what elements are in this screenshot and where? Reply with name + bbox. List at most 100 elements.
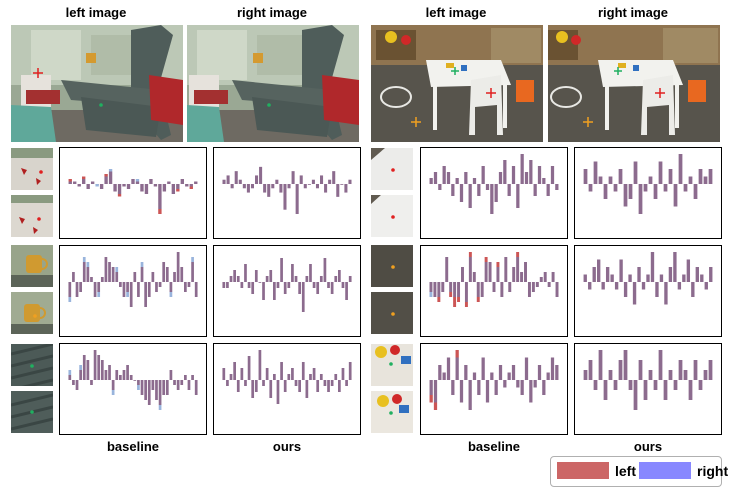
bar-overlap — [162, 380, 166, 395]
bar-overlap — [336, 184, 340, 197]
bar-overlap — [429, 380, 433, 395]
bar-overlap — [338, 270, 341, 282]
bar-overlap — [126, 365, 129, 380]
bar-overlap — [494, 184, 498, 202]
s2-row1-right-patch — [371, 195, 413, 237]
bar-overlap — [476, 282, 480, 297]
bar-plot — [222, 166, 352, 214]
bar-overlap — [113, 184, 117, 192]
bar-overlap — [259, 166, 263, 184]
scene1-right-photo — [187, 25, 359, 142]
bar-overlap — [184, 375, 187, 380]
s2-row2-right-patch — [371, 292, 413, 334]
bar-plot — [222, 258, 352, 312]
bar-overlap — [512, 267, 516, 282]
bar-overlap — [433, 380, 438, 403]
bar-overlap — [169, 282, 173, 292]
bar-overlap — [603, 380, 608, 400]
bar-overlap — [194, 282, 198, 297]
bar-overlap — [455, 357, 459, 380]
bar-extra — [455, 350, 459, 358]
bar-extra — [115, 267, 119, 272]
bar-extra — [429, 395, 433, 403]
bar-overlap — [240, 282, 244, 288]
bar-overlap — [287, 374, 291, 380]
bar-overlap — [709, 267, 713, 282]
bar-overlap — [533, 380, 537, 388]
bar-overlap — [613, 380, 618, 390]
bar-overlap — [698, 380, 703, 390]
bar-overlap — [503, 380, 507, 388]
bar-overlap — [533, 184, 537, 196]
bar-extra — [176, 189, 180, 192]
bar-plot — [583, 252, 713, 305]
bar-extra — [453, 297, 457, 307]
bar-extra — [111, 390, 115, 395]
bar-overlap — [299, 175, 303, 184]
bar-overlap — [262, 282, 265, 300]
bar-overlap — [265, 368, 269, 380]
bar-overlap — [632, 282, 637, 305]
bar-overlap — [453, 282, 457, 297]
bar-overlap — [191, 375, 194, 380]
bar-overlap — [633, 161, 638, 184]
bar-overlap — [653, 380, 658, 390]
bar-overlap — [457, 282, 461, 297]
bar-overlap — [79, 282, 82, 292]
bar-overlap — [226, 175, 230, 184]
bar-overlap — [537, 365, 542, 380]
bar-overlap — [477, 184, 481, 196]
bar-overlap — [673, 184, 678, 207]
bar-overlap — [668, 169, 673, 184]
bar-overlap — [275, 179, 279, 184]
bar-overlap — [263, 184, 267, 193]
s2-row1-left-patch — [371, 148, 413, 190]
bar-overlap — [303, 184, 307, 189]
bar-overlap — [316, 380, 320, 392]
bar-overlap — [233, 270, 236, 282]
bar-overlap — [191, 262, 194, 282]
bar-overlap — [429, 282, 433, 292]
bar-overlap — [334, 276, 338, 282]
bar-overlap — [480, 282, 484, 297]
bar-overlap — [133, 380, 137, 381]
bar-overlap — [169, 370, 173, 380]
bar-overlap — [93, 282, 97, 297]
bar-overlap — [184, 282, 187, 292]
header-left-image-scene2: left image — [425, 5, 487, 20]
bar-overlap — [650, 252, 655, 282]
bar-overlap — [468, 380, 472, 410]
s1-row2-right-patch — [11, 292, 53, 334]
bar-overlap — [437, 282, 441, 297]
bar-overlap — [158, 282, 162, 287]
bar-overlap — [312, 282, 316, 288]
bar-overlap — [658, 161, 663, 184]
bar-extra — [449, 292, 453, 297]
bar-overlap — [276, 380, 280, 404]
bar-overlap — [238, 179, 242, 184]
bar-overlap — [180, 267, 184, 282]
bar-overlap — [643, 184, 648, 192]
bar-overlap — [345, 282, 348, 300]
bar-overlap — [468, 184, 472, 208]
bar-overlap — [167, 181, 171, 184]
s1-row1-left-patch — [11, 148, 53, 190]
s1-row3-ours-chart — [213, 343, 361, 435]
bar-overlap — [693, 360, 698, 380]
bar-overlap — [468, 257, 472, 282]
bar-overlap — [327, 282, 330, 288]
bar-extra — [137, 385, 140, 390]
bar-overlap — [658, 350, 663, 380]
bar-overlap — [659, 274, 664, 282]
bar-overlap — [614, 282, 619, 290]
bar-overlap — [451, 380, 455, 395]
bar-overlap — [309, 264, 312, 282]
bar-extra — [433, 402, 438, 410]
bar-overlap — [100, 360, 104, 380]
bar-extra — [97, 292, 101, 297]
bar-overlap — [330, 282, 334, 294]
bar-overlap — [330, 380, 334, 386]
bar-overlap — [433, 282, 437, 297]
bar-overlap — [244, 264, 247, 282]
bar-overlap — [147, 282, 151, 297]
